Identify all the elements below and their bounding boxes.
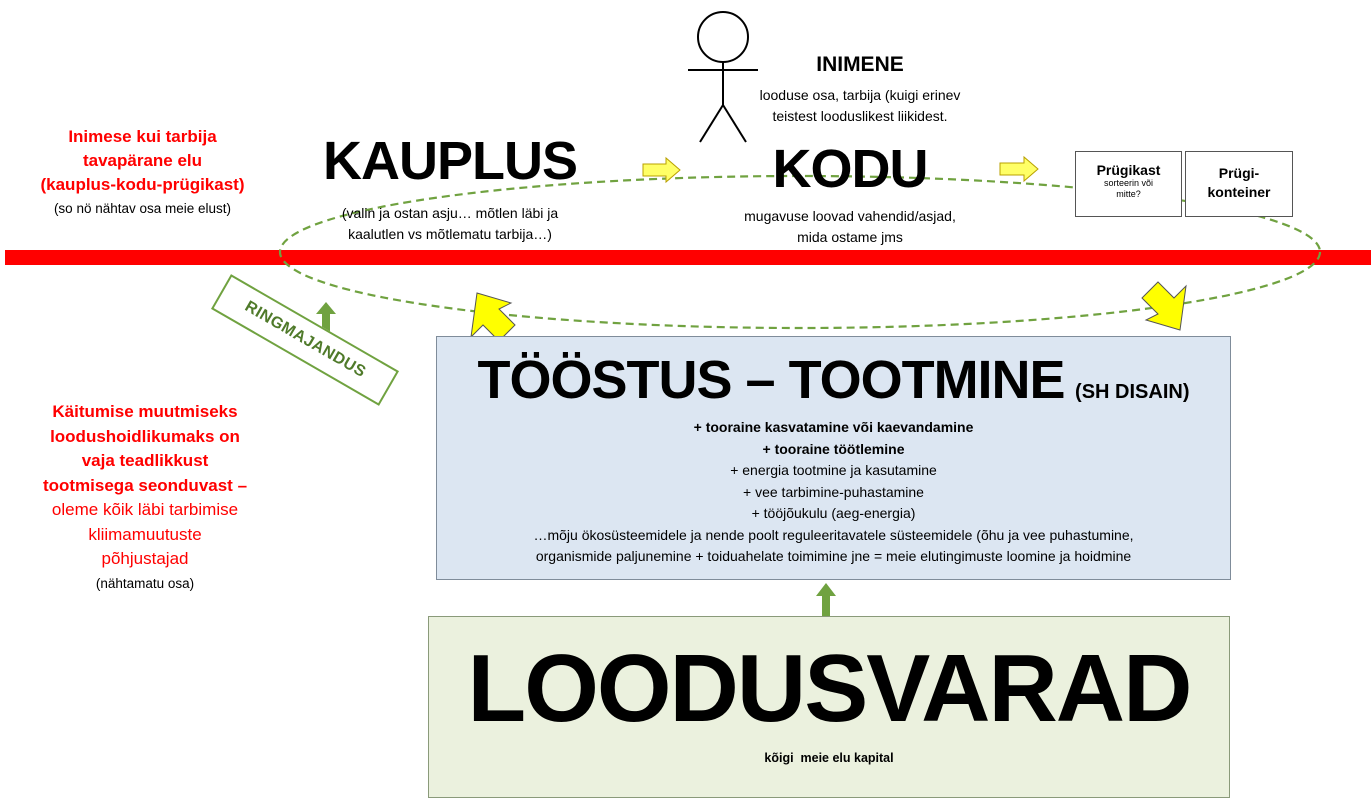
- production-line: organismide paljunemine + toiduahelate t…: [535, 548, 1132, 564]
- desc-line: teistest looduslikest liikidest.: [772, 108, 948, 124]
- production-line: + tooraine kasvatamine või kaevandamine: [693, 419, 974, 435]
- person-title: INIMENE: [816, 53, 904, 76]
- kauplus-title: KAUPLUS: [322, 131, 578, 191]
- sub-line: mitte?: [1116, 189, 1141, 199]
- arrow-up-icon: [316, 302, 336, 332]
- production-line: …mõju ökosüsteemidele ja nende poolt reg…: [533, 526, 1134, 543]
- production-list: + tooraine kasvatamine või kaevandamine …: [437, 417, 1230, 568]
- cycle-ellipse: [278, 174, 1322, 330]
- desc-line: mida ostame jms: [797, 229, 903, 245]
- person-icon: [688, 11, 758, 143]
- note-line: põhjustajad: [101, 549, 189, 568]
- note-line: Inimese kui tarbija: [68, 127, 217, 146]
- desc-line: mugavuse loovad vahendid/asjad,: [744, 208, 956, 224]
- production-line: + tooraine töötlemine: [762, 440, 905, 457]
- production-title-main: TÖÖSTUS – TOOTMINE: [477, 350, 1066, 410]
- note-line: Käitumise muutmiseks: [52, 402, 238, 421]
- note-line: loodushoidlikumaks on: [50, 426, 240, 446]
- trash-bin-box: Prügikast sorteerin või mitte?: [1075, 151, 1182, 217]
- production-line: + tööjõukulu (aeg-energia): [751, 505, 916, 521]
- desc-line: kaalutlen vs mõtlematu tarbija…): [348, 226, 552, 242]
- arrow-right-icon: [999, 155, 1039, 183]
- label-line: Prügi-: [1218, 165, 1260, 181]
- note-line: tootmisega seonduvast –: [42, 475, 248, 495]
- arrow-down-right-icon: [1141, 281, 1187, 331]
- production-line: + vee tarbimine-puhastamine: [743, 483, 924, 500]
- trash-bin-sub: sorteerin või mitte?: [1076, 178, 1181, 200]
- invisible-part-note: (nähtamatu osa): [95, 576, 195, 591]
- note-line: oleme kõik läbi tarbimise: [51, 500, 239, 519]
- arrow-right-icon: [642, 156, 681, 184]
- kodu-title: KODU: [772, 139, 929, 199]
- natural-resources-subtitle: kõigi meie elu kapital: [764, 751, 894, 765]
- arrow-up-icon: [816, 583, 836, 620]
- visible-part-note: (so nö nähtav osa meie elust): [53, 201, 232, 216]
- waste-container-label: Prügi- konteiner: [1186, 164, 1292, 202]
- production-line: + energia tootmine ja kasutamine: [730, 462, 937, 478]
- trash-bin-title: Prügikast: [1096, 162, 1161, 178]
- behaviour-change-note: Käitumise muutmiseks loodushoidlikumaks …: [10, 400, 280, 572]
- sub-line: sorteerin või: [1103, 178, 1154, 188]
- note-line: vaja teadlikkust: [81, 451, 209, 470]
- visibility-divider-line: [5, 250, 1371, 265]
- production-title-suffix: (SH DISAIN): [1075, 381, 1190, 403]
- waste-container-box: Prügi- konteiner: [1185, 151, 1293, 217]
- desc-line: looduse osa, tarbija (kuigi erinev: [759, 87, 961, 103]
- consumer-life-note: Inimese kui tarbija tavapärane elu (kaup…: [15, 125, 270, 197]
- note-line: (kauplus-kodu-prügikast): [40, 175, 245, 194]
- note-line: tavapärane elu: [82, 151, 203, 170]
- arrow-up-left-icon: [470, 292, 516, 342]
- kauplus-description: (valin ja ostan asju… mõtlen läbi ja kaa…: [290, 203, 610, 245]
- person-description: looduse osa, tarbija (kuigi erinev teist…: [700, 85, 1020, 127]
- natural-resources-box: LOODUSVARAD kõigi meie elu kapital: [428, 616, 1230, 798]
- desc-line: (valin ja ostan asju… mõtlen läbi ja: [341, 205, 559, 221]
- production-title: TÖÖSTUS – TOOTMINE (SH DISAIN): [437, 349, 1230, 411]
- note-line: kliimamuutuste: [88, 524, 202, 544]
- production-box: TÖÖSTUS – TOOTMINE (SH DISAIN) + toorain…: [436, 336, 1231, 580]
- natural-resources-title: LOODUSVARAD: [467, 635, 1193, 742]
- kodu-description: mugavuse loovad vahendid/asjad, mida ost…: [700, 206, 1000, 248]
- label-line: konteiner: [1207, 184, 1271, 200]
